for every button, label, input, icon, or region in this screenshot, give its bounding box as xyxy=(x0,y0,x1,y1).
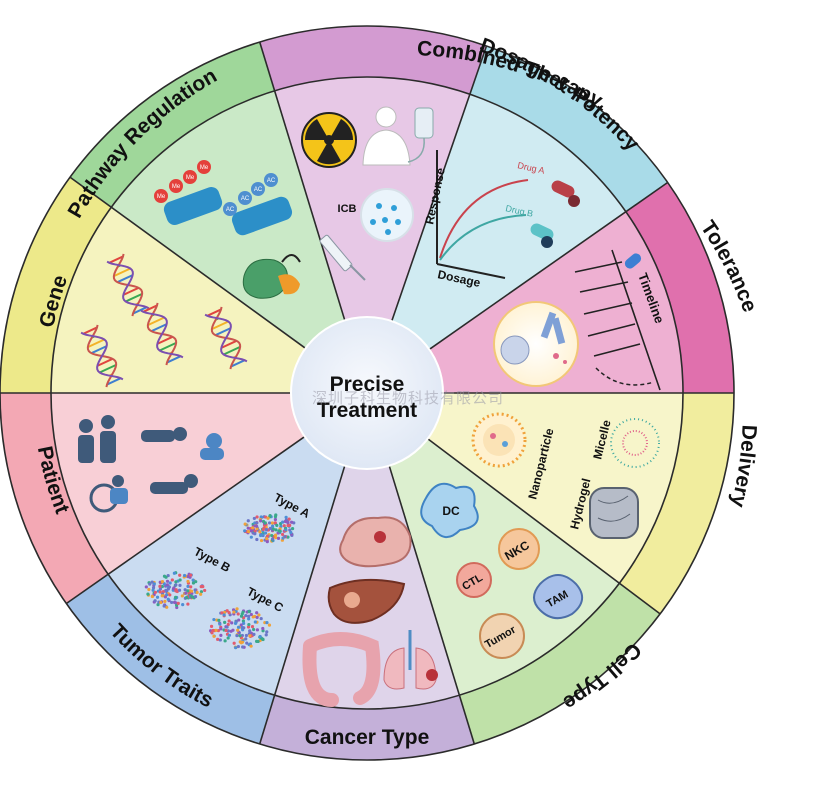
cell-dc: DC xyxy=(420,482,479,538)
svg-text:AC: AC xyxy=(241,196,250,202)
radiation-icon xyxy=(301,112,357,168)
svg-text:AC: AC xyxy=(254,187,263,193)
outer-band-cancer-type xyxy=(259,695,475,760)
pill-red-icon xyxy=(551,180,580,207)
combined-therapy-art: ICB xyxy=(301,106,434,281)
divider-cancer-type xyxy=(388,465,476,745)
outer-band-cell-type xyxy=(459,583,661,744)
cell-ctl: CTL xyxy=(456,562,492,598)
wheelchair-icon xyxy=(89,475,128,513)
center-hub: Precise Treatment xyxy=(290,316,444,470)
divider-dosage-potency xyxy=(390,45,488,322)
enzyme-complex-icon xyxy=(242,254,301,299)
cell-tam: TAM xyxy=(533,574,583,620)
colon-icon xyxy=(302,632,381,707)
svg-text:AC: AC xyxy=(267,178,276,184)
outer-band-pathway-regulation xyxy=(70,42,275,208)
outer-band-gene xyxy=(0,177,112,393)
divider-tolerance xyxy=(428,181,669,351)
outer-band-tolerance xyxy=(625,182,734,393)
inner-wedge-dosage-potency xyxy=(391,94,626,350)
delivery-art: Nanoparticle Micelle Hydrogel xyxy=(471,412,660,539)
baby-icon xyxy=(200,433,224,460)
outer-band-tumor-traits xyxy=(66,574,275,744)
person-lying-icon xyxy=(141,427,187,442)
inner-ring xyxy=(51,77,683,709)
svg-text:Me: Me xyxy=(172,184,181,190)
capsule-icon xyxy=(624,253,642,269)
segment-dividers xyxy=(0,25,735,761)
divider-pathway-regulation xyxy=(69,176,306,349)
center-title-line2: Treatment xyxy=(317,399,417,422)
hydrogel-icon xyxy=(589,487,639,539)
outer-ring xyxy=(0,25,734,760)
gene-art xyxy=(80,253,248,388)
divider-cell-type xyxy=(427,438,661,615)
center-title-line1: Precise xyxy=(330,373,405,396)
svg-text:AC: AC xyxy=(226,207,235,213)
inner-wedge-gene xyxy=(51,207,306,393)
acetylated-nucleosomes: AC AC AC AC xyxy=(223,173,293,236)
divider-tumor-traits xyxy=(258,465,346,745)
timeline-arrows xyxy=(574,249,661,391)
dna-helix-icon xyxy=(140,302,184,366)
dna-helix-icon xyxy=(80,324,124,388)
outer-circle-outline xyxy=(0,25,735,761)
cell-nkc: NKC xyxy=(498,528,540,570)
syringe-icon xyxy=(319,234,366,281)
cell-cluster-c xyxy=(208,607,272,650)
lungs-icon xyxy=(383,630,438,690)
family-icon xyxy=(78,415,116,463)
inner-wedge-tumor-traits xyxy=(108,436,345,696)
svg-text:Me: Me xyxy=(200,165,209,171)
methylated-nucleosomes: Me Me Me Me xyxy=(154,160,223,225)
cell-tumor: Tumor xyxy=(479,613,525,659)
pill-teal-icon xyxy=(530,223,554,248)
micelle-icon xyxy=(610,418,660,468)
outer-band-combined-therapy xyxy=(259,25,487,95)
outer-band-patient xyxy=(0,393,109,604)
cell-cluster-a xyxy=(243,513,296,544)
nanoparticle-icon xyxy=(471,412,527,468)
inner-wedge-tolerance xyxy=(429,211,683,393)
tumor-traits-art xyxy=(144,513,296,650)
patient-body-icon xyxy=(362,106,411,166)
cancer-type-art xyxy=(302,516,438,707)
svg-text:Me: Me xyxy=(157,194,166,200)
liver-icon xyxy=(327,578,406,624)
label-cancer-type: Cancer Type xyxy=(305,726,430,749)
cell-cluster-b xyxy=(144,571,207,610)
svg-text:DC: DC xyxy=(442,504,460,518)
dna-helix-icon xyxy=(204,306,248,370)
watermark: 深圳子科生物科技有限公司 xyxy=(312,389,504,407)
brain-icon xyxy=(339,516,412,568)
patient-art xyxy=(78,415,224,513)
cell-type-art: DC NKC CTL TAM Tumor xyxy=(420,482,583,659)
iv-bag-icon xyxy=(407,107,434,163)
divider-patient xyxy=(65,435,306,605)
pathway-art: Me Me Me Me AC AC AC AC xyxy=(154,160,301,299)
svg-text:Me: Me xyxy=(186,175,195,181)
person-reclining-icon xyxy=(150,474,198,494)
divider-combined-therapy xyxy=(258,41,346,321)
outer-band-dosage-potency xyxy=(469,45,668,212)
dna-helix-icon xyxy=(106,253,150,317)
outer-band-delivery xyxy=(619,393,734,614)
mid-circle-outline xyxy=(50,76,684,710)
icb-label: ICB xyxy=(338,203,357,215)
icb-dish-icon xyxy=(360,188,414,242)
